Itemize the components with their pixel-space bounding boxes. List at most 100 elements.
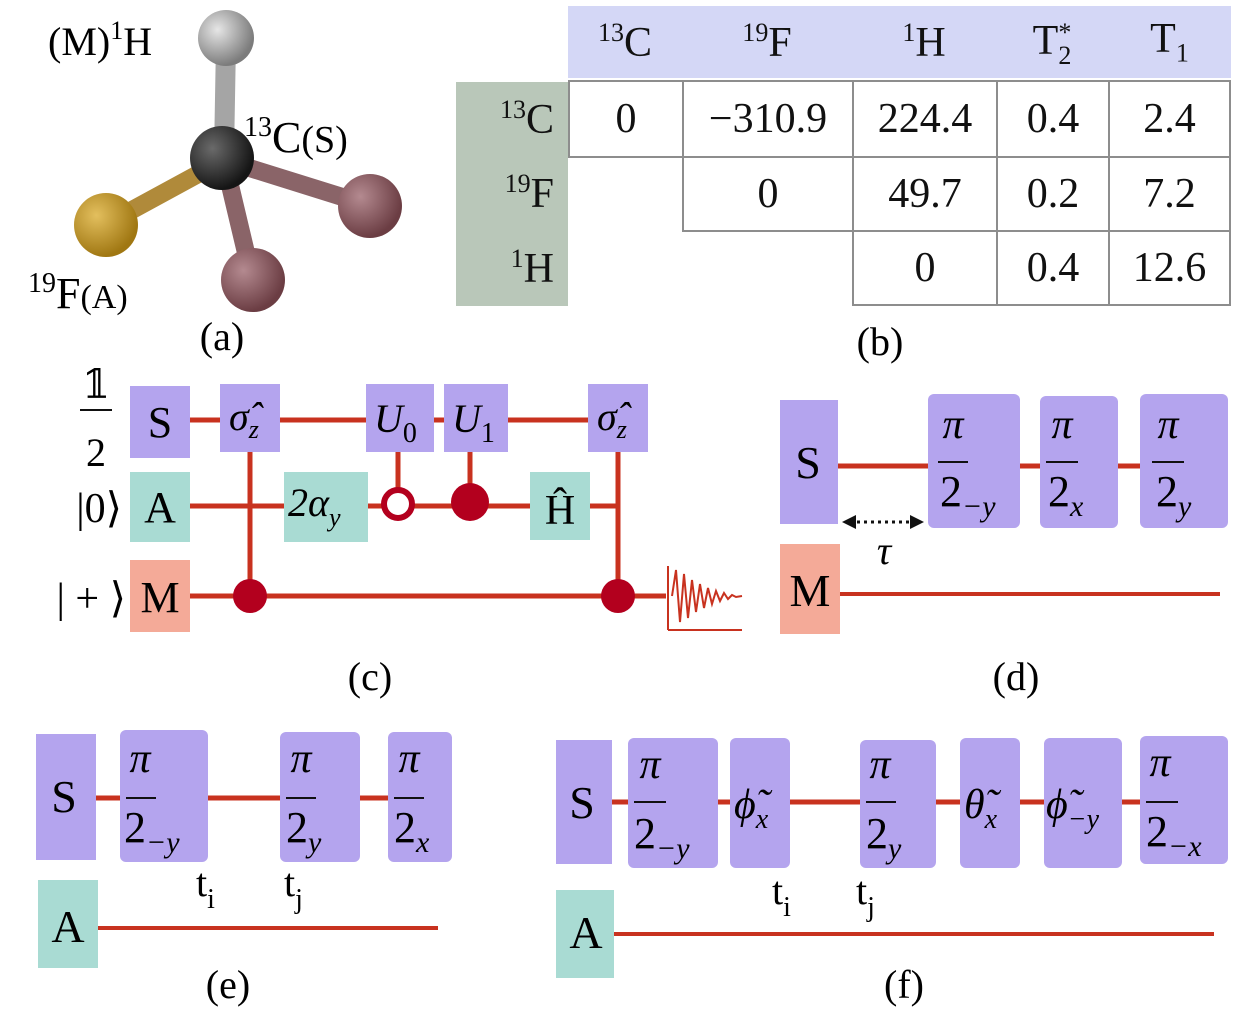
time-label-e-tj: tj — [284, 860, 303, 915]
qubit-e-s-label: S — [51, 771, 77, 822]
qubit-d-m-label: M — [790, 565, 831, 616]
table-cell: 0.4 — [996, 80, 1110, 158]
circuit-f — [556, 736, 1228, 978]
pulse-d-3-num: π — [1157, 402, 1179, 448]
tau-label: τ — [877, 528, 893, 573]
pulse-d-3-den: 2y — [1156, 467, 1192, 523]
panel-label-e: (e) — [206, 962, 250, 1007]
fid-signal-icon — [667, 566, 743, 631]
row-header-f19: 19F — [456, 156, 568, 230]
panel-label-a: (a) — [200, 314, 244, 359]
pulse-f-2 — [860, 740, 936, 868]
qubit-f-a-box — [556, 890, 614, 978]
table-header-band — [568, 6, 1231, 78]
init-state-s-denominator: 2 — [86, 430, 106, 475]
gate-rotation-2alpha — [284, 472, 368, 542]
pulse-e-2-num: π — [290, 736, 312, 782]
col-header-c13: 13C — [597, 17, 653, 66]
circuit-e — [36, 730, 452, 968]
table-cell: 224.4 — [852, 80, 998, 158]
row-header-h1: 1H — [456, 230, 568, 306]
qubit-e-a-box — [38, 880, 98, 968]
qubit-m-label: M — [140, 573, 179, 622]
qubit-a-box — [130, 472, 190, 542]
qubit-f-a-label: A — [569, 907, 602, 958]
coupling-table: 13C 19F 1H T*2 T1 13C 19F 1H 0 −310.9 22… — [456, 6, 1231, 306]
qubit-d-s-box — [780, 400, 838, 524]
col-header-t1: T1 — [1150, 16, 1189, 68]
label-fluorine-a: 19F(A) — [28, 268, 128, 318]
qubit-e-a-label: A — [51, 901, 84, 952]
pulse-d-2-num: π — [1051, 402, 1073, 448]
pulse-d-1-num: π — [942, 402, 964, 448]
pulse-d-2-den: 2x — [1048, 467, 1084, 523]
pulse-f-1 — [628, 738, 718, 868]
init-state-s-numerator: 𝟙 — [82, 362, 110, 407]
pulse-e-1-den: 2−y — [124, 803, 180, 859]
pulse-f-3-den: 2−x — [1146, 807, 1202, 863]
pulse-e-2-den: 2y — [286, 803, 322, 859]
control-dot-m-left — [233, 579, 267, 613]
qubit-d-s-label: S — [795, 437, 821, 488]
qubit-a-label: A — [144, 483, 176, 532]
qubit-e-s-box — [36, 734, 96, 860]
table-cell: 0 — [852, 230, 998, 306]
rotation-f-phi-neg-y — [1044, 738, 1122, 868]
pulse-d-1 — [928, 394, 1020, 528]
panel-label-b: (b) — [857, 319, 904, 364]
col-header-t2-star: T*2 — [1032, 17, 1072, 70]
init-state-m: | + ⟩ — [57, 576, 126, 622]
table-cell: 0 — [682, 156, 854, 232]
pulse-f-1-den: 2−y — [634, 809, 690, 865]
qubit-s-box — [130, 386, 190, 458]
circuit-d — [780, 394, 1228, 634]
gate-u1 — [444, 384, 508, 452]
pulse-e-3-num: π — [398, 736, 420, 782]
table-cell: −310.9 — [682, 80, 854, 158]
qubit-f-s-box — [556, 740, 612, 864]
table-cell: 0 — [568, 80, 684, 158]
table-cell: 0.2 — [996, 156, 1110, 232]
rotation-f-theta-x — [960, 738, 1020, 868]
qubit-d-m-box — [780, 544, 840, 634]
pulse-f-3-num: π — [1149, 740, 1171, 786]
molecule-diagram — [74, 10, 402, 312]
col-header-f19: 19F — [742, 17, 792, 66]
panel-label-f: (f) — [884, 962, 924, 1007]
gate-hadamard-label: Ĥ — [545, 487, 575, 534]
control-open-a — [381, 487, 415, 521]
rotation-f-phi-x — [730, 738, 790, 868]
pulse-f-2-num: π — [869, 742, 891, 788]
init-state-a: |0⟩ — [76, 486, 122, 532]
table-cell: 12.6 — [1108, 230, 1231, 306]
pulse-d-1-den: 2−y — [940, 467, 996, 523]
control-dot-a — [451, 483, 489, 521]
table-cell: 0.4 — [996, 230, 1110, 306]
gate-sigma-z-left — [220, 384, 280, 452]
pulse-d-2 — [1040, 396, 1118, 528]
gate-u1-label: U1 — [452, 396, 495, 449]
hydrogen-atom — [198, 10, 254, 66]
fluorine-atom — [74, 193, 138, 257]
rotation-f-phi-neg-y-label: ϕ̃−y — [1046, 782, 1100, 835]
circuit-c — [130, 384, 743, 632]
methyl-h-atom-bottom — [221, 248, 285, 312]
pulse-e-1 — [120, 730, 208, 862]
gate-hadamard — [530, 472, 590, 540]
pulse-e-2 — [280, 732, 360, 862]
time-label-e-ti: ti — [196, 860, 215, 915]
pulse-e-1-num: π — [129, 736, 151, 782]
control-dot-m-right — [601, 579, 635, 613]
pulse-e-3-den: 2x — [394, 803, 430, 859]
gate-u0-label: U0 — [374, 396, 417, 449]
methyl-h-atom-right — [338, 174, 402, 238]
gate-rotation-label: 2αy — [288, 480, 341, 532]
qubit-f-s-label: S — [569, 777, 595, 828]
gate-sigma-z-right — [588, 384, 648, 452]
label-carbon-s: 13C(S) — [244, 112, 348, 162]
col-header-h1: 1H — [902, 17, 946, 66]
row-header-c13: 13C — [456, 82, 568, 156]
label-hydrogen-m: (M)1H — [48, 16, 152, 64]
table-cell: 2.4 — [1108, 80, 1231, 158]
